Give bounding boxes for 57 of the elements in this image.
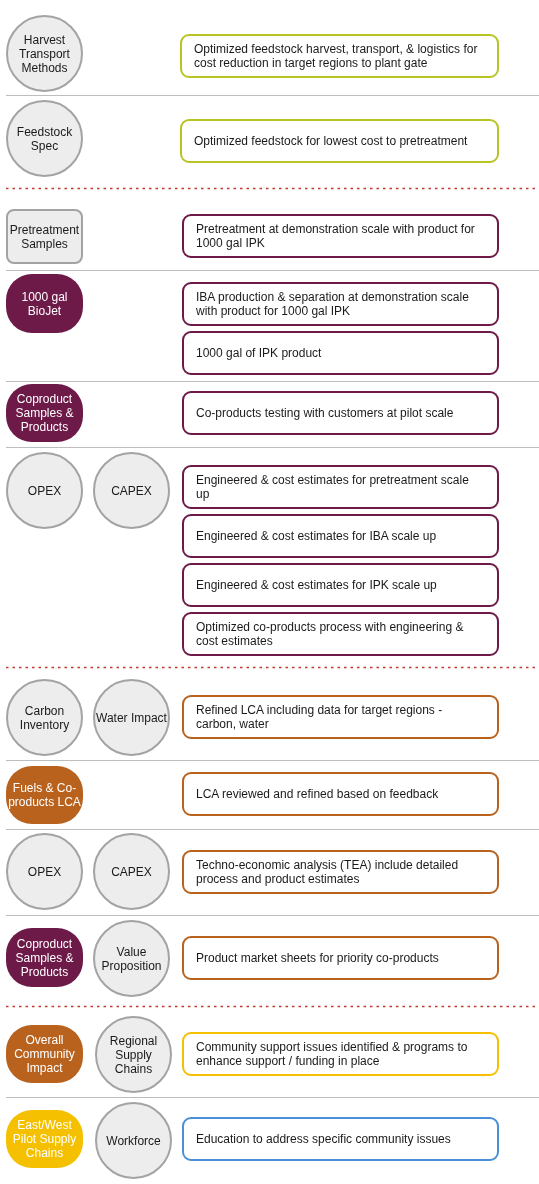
node-label: Fuels & Co-products LCA xyxy=(7,781,82,809)
pill-node xyxy=(6,928,83,987)
node-label: Optimized co-products process with engineering & cost estimates xyxy=(196,620,465,648)
node-label: Co-products testing with customers at pilot scale xyxy=(196,406,454,420)
rounded-box xyxy=(182,850,499,894)
node-label: Engineered & cost estimates for pretreatment scale up xyxy=(196,473,470,501)
rounded-box xyxy=(182,612,499,656)
node-label: 1000 gal BioJet xyxy=(20,289,69,318)
rounded-box xyxy=(182,465,499,509)
node-label: Techno-economic analysis (TEA) include detailed process and product estimates xyxy=(196,858,460,886)
pill-node xyxy=(6,274,83,333)
rounded-box xyxy=(182,772,499,816)
node-label: Pretreatment Samples xyxy=(8,222,81,251)
rounded-box xyxy=(180,119,499,163)
node-label: CAPEX xyxy=(111,483,152,498)
rounded-box xyxy=(180,34,499,78)
node-label: OPEX xyxy=(27,864,62,879)
rounded-box xyxy=(182,563,499,607)
rounded-box xyxy=(182,936,499,980)
node-label: Product market sheets for priority co-products xyxy=(196,951,439,965)
pill-node xyxy=(6,766,83,824)
node-label: Optimized feedstock for lowest cost to pretreatment xyxy=(194,134,468,148)
rounded-box xyxy=(182,1032,499,1076)
node-label: Feedstock Spec xyxy=(15,124,74,153)
rounded-rect-node xyxy=(6,209,83,264)
node-label: Regional Supply Chains xyxy=(108,1033,159,1076)
rounded-box xyxy=(182,214,499,258)
node-label: CAPEX xyxy=(111,864,152,879)
pill-node xyxy=(6,384,83,442)
node-label: Community support issues identified & programs to enhance support / funding in place xyxy=(196,1040,469,1068)
node-label: Carbon Inventory xyxy=(18,703,71,732)
node-label: Workforce xyxy=(106,1133,161,1148)
node-label: Coproduct Samples & Products xyxy=(14,936,75,979)
node-label: Refined LCA including data for target regions - carbon, water xyxy=(196,703,444,731)
node-label: Water Impact xyxy=(96,710,167,725)
node-label: Optimized feedstock harvest, transport, & logistics for cost reduction in target regions to plant gate xyxy=(194,42,479,70)
node-label: East/West Pilot Supply Chains xyxy=(11,1118,78,1160)
node-label: Education to address specific community issues xyxy=(196,1132,451,1146)
rounded-box xyxy=(182,1117,499,1161)
node-label: Value Proposition xyxy=(100,944,163,973)
node-label: Coproduct Samples & Products xyxy=(14,392,75,434)
rounded-box xyxy=(182,391,499,435)
node-label: Harvest Transport Methods xyxy=(18,32,71,75)
node-label: IBA production & separation at demonstration scale with product for 1000 gal IPK xyxy=(196,290,470,318)
node-label: Pretreatment at demonstration scale with product for 1000 gal IPK xyxy=(196,222,476,250)
node-label: Engineered & cost estimates for IPK scale up xyxy=(196,578,437,592)
pill-node xyxy=(6,1025,83,1083)
rounded-box xyxy=(182,695,499,739)
node-label: Overall Community Impact xyxy=(13,1033,76,1075)
node-label: OPEX xyxy=(27,483,62,498)
node-label: 1000 gal of IPK product xyxy=(196,346,322,360)
node-label: LCA reviewed and refined based on feedback xyxy=(196,787,439,801)
rounded-box xyxy=(182,282,499,326)
rounded-box xyxy=(182,331,499,375)
pill-node xyxy=(6,1110,83,1168)
rounded-box xyxy=(182,514,499,558)
node-label: Engineered & cost estimates for IBA scale up xyxy=(196,529,437,543)
